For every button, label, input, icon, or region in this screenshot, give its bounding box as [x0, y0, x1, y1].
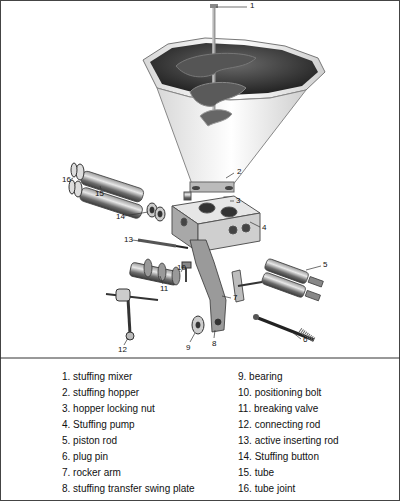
callout-number: 16	[62, 176, 71, 185]
part-list-item: 4. Stuffing pump	[62, 419, 135, 430]
callout-number: 7	[233, 294, 237, 303]
callout-number: 4	[262, 224, 266, 233]
stuffing-pump	[172, 196, 260, 252]
part-list-item: 10. positioning bolt	[238, 387, 321, 398]
bearing	[192, 316, 204, 334]
tube-joint	[69, 163, 84, 197]
breaking-valve	[129, 259, 180, 286]
callout-number: 3	[236, 197, 240, 206]
part-list-item: 5. piston rod	[62, 435, 117, 446]
callout-number: 2	[237, 168, 241, 177]
connecting-rod	[106, 289, 158, 340]
part-list-item: 12. connecting rod	[238, 419, 320, 430]
callout-number: 1	[250, 2, 254, 11]
active-inserting-rod	[138, 240, 188, 248]
divider	[0, 358, 400, 359]
callout-number: 15	[95, 190, 104, 199]
part-list-item: 3. hopper locking nut	[62, 403, 155, 414]
callout-number: 5	[323, 261, 327, 270]
callout-number: 11	[160, 285, 168, 294]
callout-number: 13	[124, 236, 133, 245]
stuffing-hopper	[143, 38, 325, 192]
stuffing-mixer	[176, 4, 256, 126]
part-list-item: 6. plug pin	[62, 451, 108, 462]
tube	[75, 170, 149, 220]
part-list-item: 7. rocker arm	[62, 467, 121, 478]
part-list-item: 13. active inserting rod	[238, 435, 339, 446]
part-list-item: 11. breaking valve	[238, 403, 318, 414]
callout-number: 12	[118, 346, 127, 355]
part-list-item: 14. Stuffing button	[238, 451, 319, 462]
callout-number: 10	[177, 264, 186, 273]
callout-number: 6	[303, 336, 307, 345]
stuffing-button	[147, 203, 165, 221]
part-list-item: 1. stuffing mixer	[62, 371, 132, 382]
callout-number: 8	[212, 340, 216, 349]
piston-rod	[259, 258, 326, 304]
callout-number: 14	[116, 213, 125, 222]
leader-lines	[70, 7, 321, 345]
callout-number: 9	[186, 344, 190, 353]
part-list-item: 16. tube joint	[238, 483, 295, 494]
part-list-item: 15. tube	[238, 467, 274, 478]
part-list-item: 8. stuffing transfer swing plate	[62, 483, 195, 494]
part-list-item: 9. bearing	[238, 371, 282, 382]
part-list-item: 2. stuffing hopper	[62, 387, 139, 398]
swing-plate	[232, 270, 262, 302]
